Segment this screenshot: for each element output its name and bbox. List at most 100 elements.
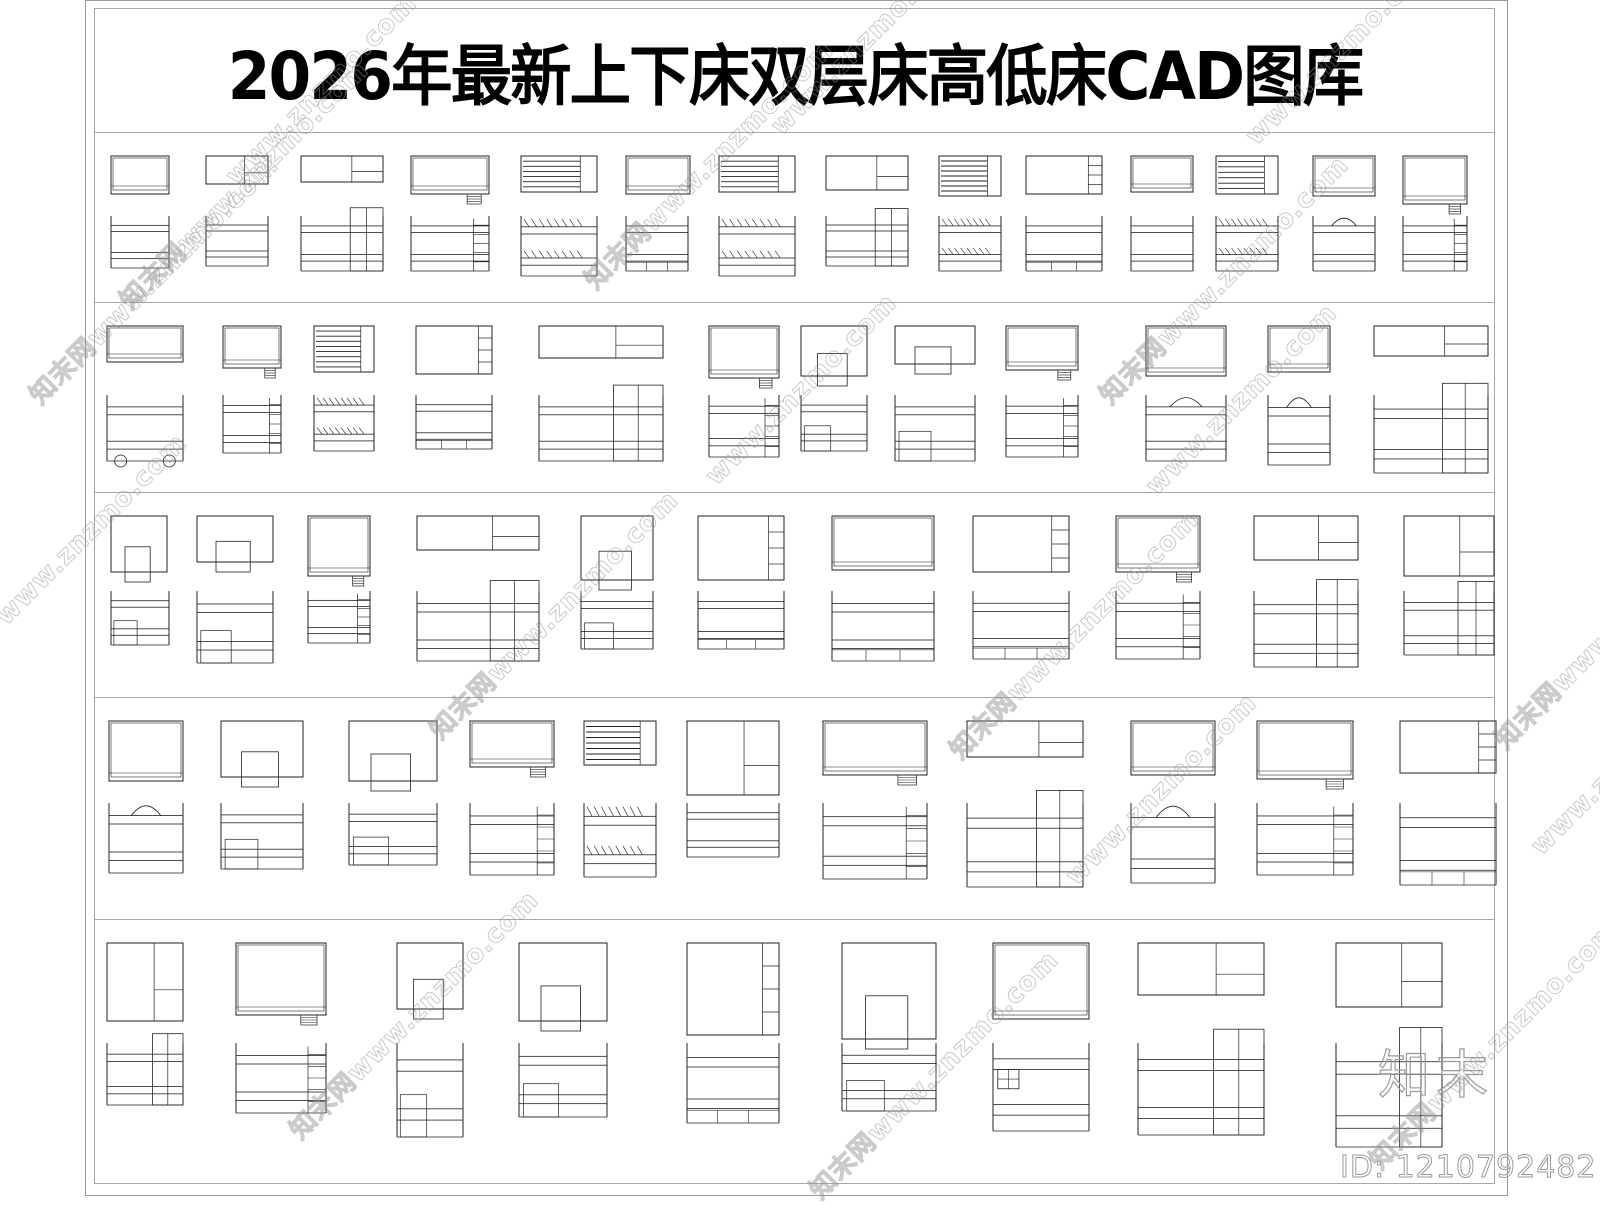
bed-plan-view: [415, 325, 493, 387]
bed-elevation-view: [825, 208, 909, 270]
bed-plan-view: [313, 325, 375, 385]
divider-row-1: [94, 302, 1495, 303]
bed-plan-view: [841, 942, 937, 1052]
bed-elevation-view: [583, 799, 657, 881]
bed-elevation-view: [348, 799, 438, 869]
bed-elevation-view: [1137, 1028, 1265, 1139]
sheet-outer-frame: [85, 0, 1508, 1196]
bed-plan-view: [822, 720, 928, 788]
bed-elevation-view: [196, 587, 274, 667]
bed-plan-view: [1253, 515, 1359, 573]
bed-elevation-view: [106, 1033, 184, 1109]
bed-plan-view: [1215, 155, 1279, 207]
bed-elevation-view: [518, 1039, 608, 1121]
bed-plan-view: [110, 155, 170, 207]
bed-plan-view: [220, 720, 304, 790]
bed-elevation-view: [222, 391, 282, 457]
bed-plan-view: [718, 155, 796, 205]
bed-elevation-view: [1215, 212, 1279, 275]
bed-plan-view: [300, 155, 384, 195]
bed-elevation-view: [966, 790, 1084, 891]
bed-elevation-view: [538, 384, 664, 465]
bed-plan-view: [110, 515, 168, 585]
drawing-id-label: ID: 1210792482: [1339, 1150, 1597, 1186]
bed-plan-view: [697, 515, 785, 593]
bed-plan-view: [625, 155, 691, 207]
bed-plan-view: [938, 155, 1002, 209]
bed-elevation-view: [686, 799, 780, 861]
bed-elevation-view: [1025, 212, 1103, 275]
bed-plan-view: [416, 515, 540, 563]
bed-elevation-view: [718, 212, 796, 280]
bed-plan-view: [1267, 325, 1331, 385]
bed-elevation-view: [106, 391, 184, 468]
divider-row-3: [94, 697, 1495, 698]
bed-elevation-view: [992, 1039, 1090, 1135]
bed-plan-view: [686, 720, 780, 808]
bed-elevation-view: [1145, 391, 1227, 465]
bed-elevation-view: [686, 1039, 780, 1127]
bed-elevation-view: [938, 212, 1002, 275]
bed-elevation-view: [300, 207, 384, 275]
bed-elevation-view: [1403, 581, 1495, 659]
bed-elevation-view: [822, 799, 928, 883]
bed-plan-view: [520, 155, 598, 205]
logo-mark: 知末: [1377, 1046, 1495, 1106]
bed-elevation-view: [1253, 579, 1359, 671]
bed-plan-view: [410, 155, 490, 207]
bed-elevation-view: [415, 391, 493, 453]
bed-plan-view: [992, 942, 1090, 1032]
bed-plan-view: [583, 720, 657, 778]
bed-plan-view: [1137, 942, 1265, 1008]
bed-plan-view: [196, 515, 274, 575]
bed-plan-view: [800, 325, 868, 389]
bed-elevation-view: [313, 391, 375, 455]
bed-plan-view: [1399, 720, 1497, 786]
bed-plan-view: [831, 515, 935, 583]
bed-plan-view: [1025, 155, 1103, 207]
bed-plan-view: [708, 325, 780, 391]
bed-elevation-view: [894, 391, 976, 465]
page-title: 2026年最新上下床双层床高低床CAD图库: [227, 37, 1363, 115]
bed-plan-view: [966, 720, 1084, 770]
bed-plan-view: [580, 515, 654, 593]
bed-elevation-view: [625, 212, 689, 275]
watermark-text: www.znzmo.com: [1524, 658, 1600, 862]
bed-plan-view: [1130, 720, 1216, 788]
bed-elevation-view: [307, 587, 371, 647]
bed-plan-view: [518, 942, 608, 1034]
bed-plan-view: [348, 720, 438, 794]
bed-elevation-view: [1267, 391, 1331, 469]
bed-plan-view: [1312, 155, 1376, 209]
bed-elevation-view: [520, 212, 598, 280]
title-band: 2026年最新上下床双层床高低床CAD图库: [94, 8, 1495, 133]
bed-elevation-view: [1130, 799, 1216, 887]
bed-elevation-view: [1402, 212, 1468, 275]
bed-plan-view: [1145, 325, 1227, 389]
bed-elevation-view: [1115, 587, 1201, 663]
bed-elevation-view: [800, 391, 868, 455]
bed-elevation-view: [1399, 799, 1497, 889]
bed-elevation-view: [708, 391, 780, 461]
bed-plan-view: [1256, 720, 1354, 792]
divider-row-2: [94, 492, 1495, 493]
divider-row-4: [94, 919, 1495, 920]
bed-plan-view: [1130, 155, 1194, 205]
bed-plan-view: [894, 325, 976, 377]
brand-logo: 知末: [1377, 1046, 1495, 1106]
bed-plan-view: [1373, 325, 1489, 369]
bed-elevation-view: [416, 580, 540, 665]
bed-plan-view: [106, 325, 184, 375]
bed-plan-view: [108, 720, 184, 794]
bed-elevation-view: [1256, 799, 1354, 879]
bed-elevation-view: [580, 587, 654, 653]
bed-elevation-view: [108, 799, 184, 877]
bed-plan-view: [1402, 155, 1468, 217]
bed-elevation-view: [110, 587, 170, 649]
bed-elevation-view: [220, 799, 304, 873]
bed-elevation-view: [697, 587, 785, 653]
bed-plan-view: [307, 515, 371, 589]
divider-title: [94, 132, 1495, 133]
bed-elevation-view: [205, 212, 269, 270]
bed-plan-view: [106, 942, 184, 1034]
